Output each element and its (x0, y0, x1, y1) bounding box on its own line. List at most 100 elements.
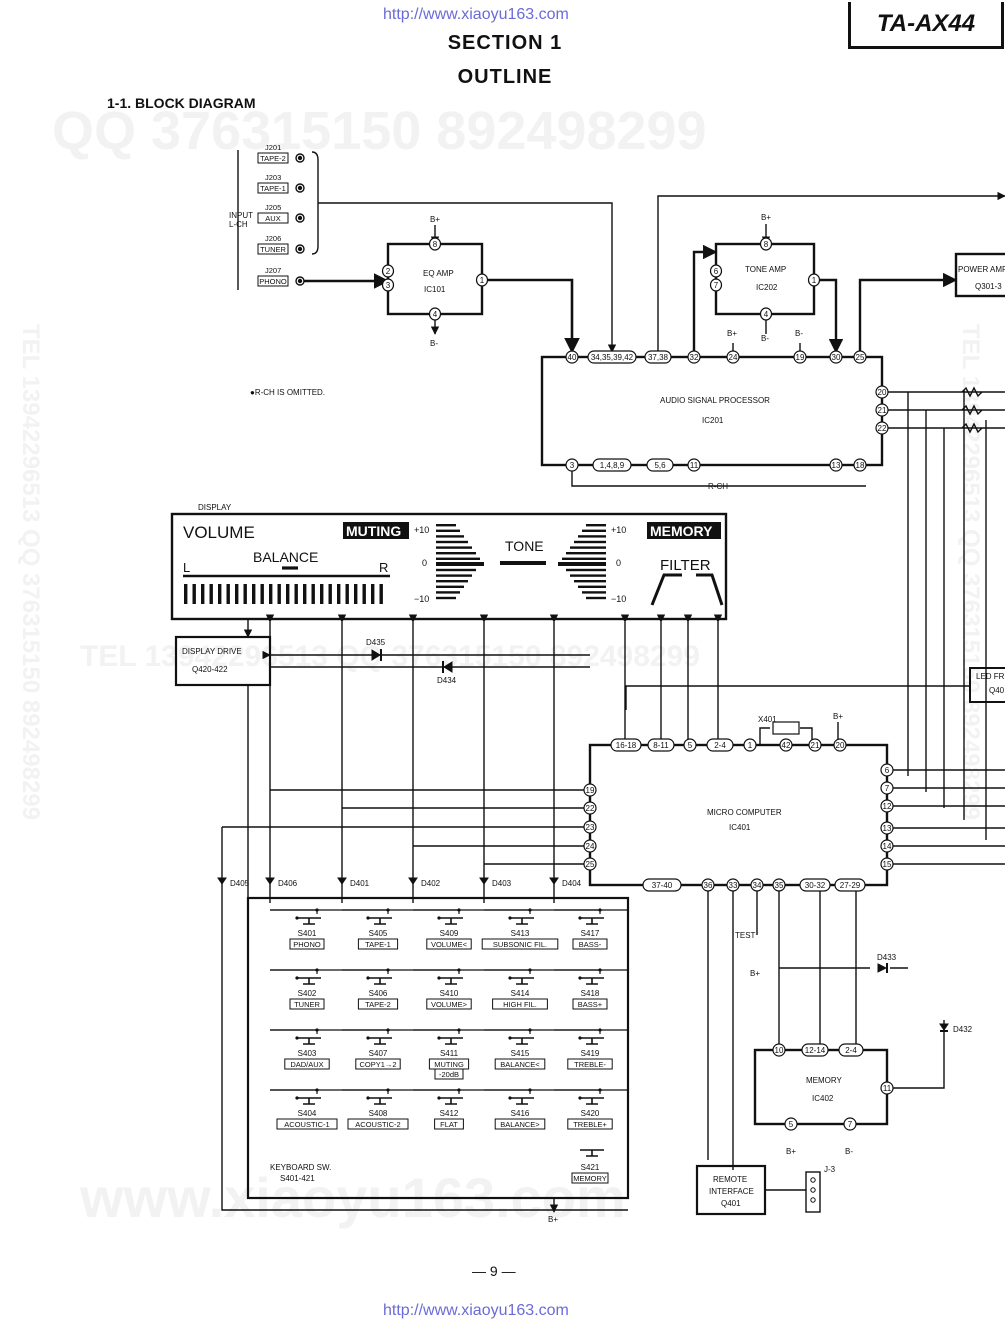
switch-ref: S415 (511, 1049, 530, 1058)
power-amp-ic: Q301-3 (975, 282, 1002, 291)
switch-ref: S402 (298, 989, 317, 998)
level-segment (226, 584, 230, 604)
switch-label-box (572, 938, 608, 950)
ic-pin-label: 2-4 (845, 1046, 857, 1055)
memory-indicator (647, 522, 721, 539)
micro-pin: 22 (583, 801, 597, 815)
ic-pin-label: 22 (878, 424, 887, 433)
ic-pin-label: 4 (433, 310, 438, 319)
micro-pin: 27-29 (834, 878, 866, 892)
switch-label-box (347, 1118, 409, 1130)
led-driver-block (969, 667, 1005, 703)
test-bplus: B+ (750, 969, 760, 978)
treble-bar-segment (570, 546, 606, 549)
jack-ref: J203 (265, 173, 281, 182)
eq-amp-bminus: B- (430, 339, 438, 348)
ic-pin-label: 20 (878, 388, 887, 397)
switch-label-box (284, 1058, 330, 1070)
micro-pin: 21 (808, 738, 822, 752)
bass-bar-segment (436, 585, 464, 588)
remote-line1: REMOTE (713, 1175, 747, 1184)
jack-name-box (257, 182, 289, 194)
switch-ref: S420 (581, 1109, 600, 1118)
ic-pin-label: 7 (848, 1120, 853, 1129)
remote-ic: Q401 (721, 1199, 741, 1208)
ic-pin-label: 6 (714, 267, 719, 276)
switch-label: COPY1→2 (359, 1060, 396, 1069)
outline-title: OUTLINE (457, 66, 553, 88)
jack-ref: J205 (265, 203, 281, 212)
asp-pin: 30 (829, 350, 843, 364)
power-amp-block (954, 252, 1005, 298)
switch-label: TREBLE+ (573, 1120, 607, 1129)
switch-ref: S411 (440, 1049, 459, 1058)
treble-bar-segment (566, 568, 606, 572)
micro-pin: 2-4 (706, 738, 734, 752)
asp-rch: R-CH (708, 482, 728, 491)
section-title: SECTION 1 (447, 32, 563, 54)
ic-pin-label: 18 (856, 461, 865, 470)
micro-pin: 5 (683, 738, 697, 752)
micro-pin: 1 (743, 738, 757, 752)
level-segment (286, 584, 290, 604)
ic-pin-label: 33 (729, 881, 738, 890)
memory-pin: 11 (880, 1081, 894, 1095)
bass-bar-segment (436, 540, 468, 544)
bass-bar-segment (436, 529, 460, 532)
display-drive-ic: Q420-422 (192, 665, 228, 674)
switch-ref: S417 (581, 929, 600, 938)
switch-ref: S405 (369, 929, 388, 938)
asp-pin: 1,4,8,9 (592, 458, 632, 472)
ic-pin-label: 30 (832, 353, 841, 362)
level-segment (320, 584, 324, 604)
micro-pin: 34 (750, 878, 764, 892)
ic-pin-label: 2 (386, 267, 391, 276)
jack-ref: J207 (265, 266, 281, 275)
switch-ref: S421 (581, 1163, 600, 1172)
source-url-top[interactable]: http://www.xiaoyu163.com (383, 6, 569, 23)
tone-amp-title: TONE AMP (745, 265, 786, 274)
diode-d404: D404 (562, 879, 582, 888)
ic-pin-label: 16-18 (616, 741, 637, 750)
ic-pin-label: 5,6 (654, 461, 666, 470)
switch-sublabel-box (434, 1068, 464, 1080)
switch-label: TREBLE- (574, 1060, 606, 1069)
level-segment (235, 584, 239, 604)
micro-pin: 35 (772, 878, 786, 892)
asp-block (540, 355, 884, 467)
page-number: — 9 — (472, 1263, 516, 1279)
tone-pin: 8 (759, 237, 773, 251)
tone-amp-bplus: B+ (761, 213, 771, 222)
eq-amp-bplus: B+ (430, 215, 440, 224)
display-tone: TONE (505, 538, 544, 554)
ic-pin-label: 8 (764, 240, 769, 249)
display-treble-plus10: +10 (611, 525, 626, 535)
bass-bar-segment (436, 546, 472, 549)
display-tone-bars-treble (558, 524, 606, 600)
switch-ref: S408 (369, 1109, 388, 1118)
display-r: R (379, 560, 388, 575)
ic-pin-label: 24 (729, 353, 738, 362)
level-segment (311, 584, 315, 604)
level-segment (294, 584, 298, 604)
source-url-bottom[interactable]: http://www.xiaoyu163.com (383, 1302, 569, 1319)
treble-bar-segment (586, 596, 606, 600)
switch-label: VOLUME> (431, 1000, 468, 1009)
asp-pin: 22 (875, 421, 889, 435)
ic-pin-label: 25 (856, 353, 865, 362)
micro-pin: 42 (779, 738, 793, 752)
ic-pin-label: 1 (812, 276, 817, 285)
switch-ref: S410 (440, 989, 459, 998)
switch-ref: S418 (581, 989, 600, 998)
switch-label: HIGH FIL. (503, 1000, 537, 1009)
eq-amp-block (386, 242, 484, 316)
ic-pin-label: 37,38 (648, 353, 669, 362)
asp-pin: 34,35,39,42 (587, 350, 637, 364)
diode-d403: D403 (492, 879, 512, 888)
diode-d405: D405 (230, 879, 250, 888)
jack-name-box (257, 243, 289, 255)
